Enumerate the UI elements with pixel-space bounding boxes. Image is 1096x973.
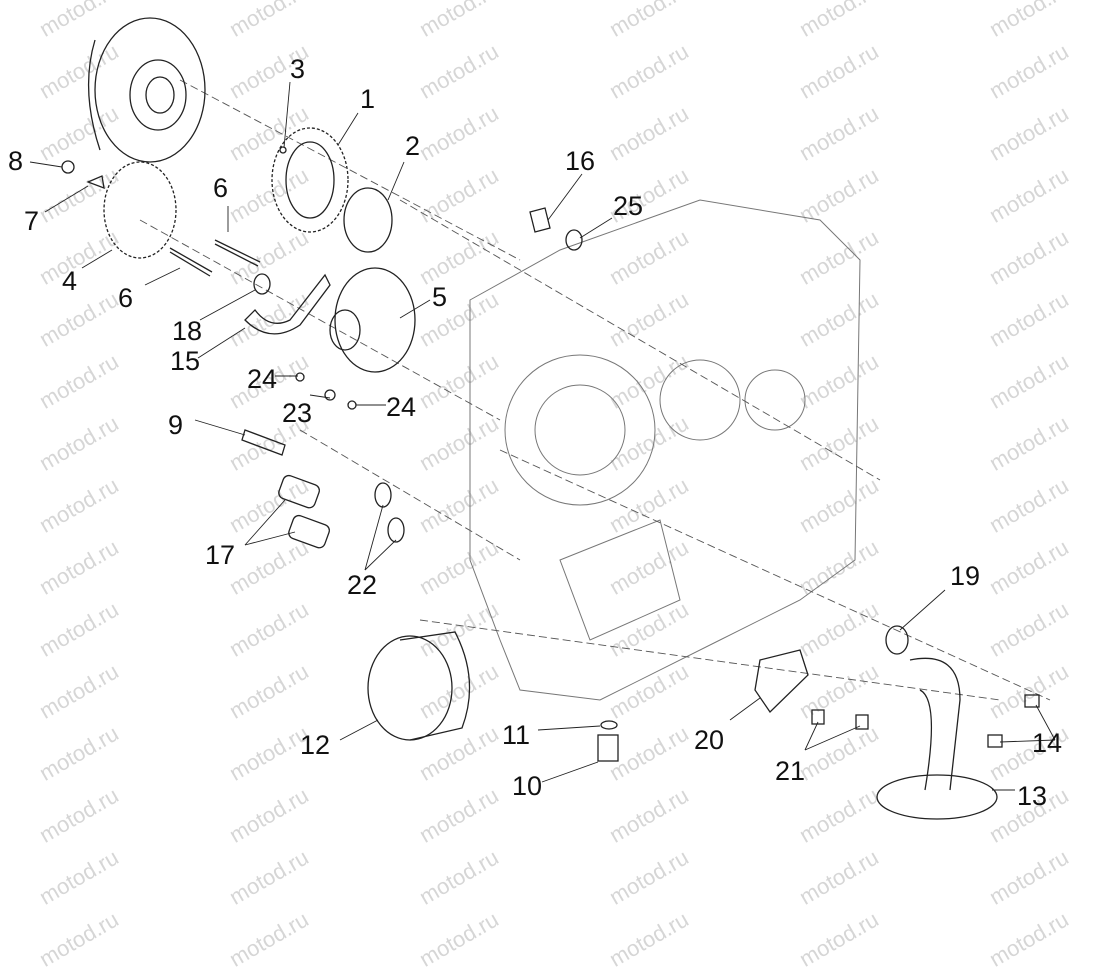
watermark-text: motod.ru bbox=[415, 906, 503, 972]
oil-pump-5 bbox=[334, 267, 416, 373]
part-callout-21: 21 bbox=[775, 756, 806, 786]
circlip-2 bbox=[343, 187, 393, 253]
part-callout-10: 10 bbox=[512, 771, 543, 801]
clutch-drum bbox=[87, 17, 206, 163]
watermark-text: motod.ru bbox=[605, 844, 693, 910]
watermark-text: motod.ru bbox=[795, 906, 883, 972]
part-callout-20: 20 bbox=[694, 725, 725, 755]
part-callout-22: 22 bbox=[347, 570, 378, 600]
part-callout-9: 9 bbox=[168, 410, 184, 440]
part-callout-15: 15 bbox=[170, 346, 201, 376]
gear-1 bbox=[271, 127, 349, 233]
part-callout-14: 14 bbox=[1032, 728, 1063, 758]
engine-block bbox=[469, 199, 861, 701]
part-callout-23: 23 bbox=[282, 398, 313, 428]
part-callout-19: 19 bbox=[950, 561, 981, 591]
watermark-text: motod.ru bbox=[605, 906, 693, 972]
oil-pickup-13 bbox=[876, 657, 998, 820]
part-callout-7: 7 bbox=[24, 206, 40, 236]
part-callout-18: 18 bbox=[172, 316, 203, 346]
part-callout-12: 12 bbox=[300, 730, 331, 760]
part-callout-6: 6 bbox=[213, 173, 229, 203]
watermark-text: motod.ru bbox=[35, 906, 123, 972]
gear-4 bbox=[103, 161, 177, 259]
diagram-drawing bbox=[29, 17, 1056, 820]
part-callout-24: 24 bbox=[247, 364, 278, 394]
part-callout-5: 5 bbox=[432, 282, 448, 312]
part-callout-24: 24 bbox=[386, 392, 417, 422]
watermark-text: motod.ru bbox=[225, 844, 313, 910]
part-callout-4: 4 bbox=[62, 266, 78, 296]
part-callout-25: 25 bbox=[613, 191, 644, 221]
watermark-text: motod.ru bbox=[415, 844, 503, 910]
part-callout-17: 17 bbox=[205, 540, 236, 570]
part-callout-3: 3 bbox=[290, 54, 306, 84]
oil-filter-12 bbox=[367, 631, 471, 741]
part-callout-6: 6 bbox=[118, 283, 134, 313]
watermark-text: motod.ru bbox=[225, 906, 313, 972]
watermark-text: motod.ru bbox=[35, 844, 123, 910]
part-callout-8: 8 bbox=[8, 146, 24, 176]
part-callout-13: 13 bbox=[1017, 781, 1048, 811]
part-callout-2: 2 bbox=[405, 131, 421, 161]
watermark-text: motod.ru bbox=[985, 906, 1073, 972]
part-callout-16: 16 bbox=[565, 146, 596, 176]
watermark-text: motod.ru bbox=[985, 844, 1073, 910]
watermark-text: motod.ru bbox=[795, 844, 883, 910]
part-callout-11: 11 bbox=[502, 720, 531, 750]
part-callout-1: 1 bbox=[360, 84, 376, 114]
